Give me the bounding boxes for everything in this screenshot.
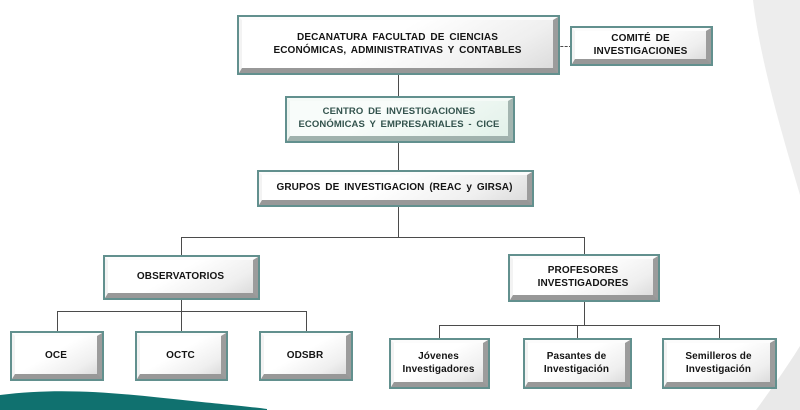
- node-label-line: CENTRO DE INVESTIGACIONES: [322, 106, 476, 118]
- connector-drop-observatorios: [181, 237, 182, 255]
- org-node-grupos-face: GRUPOS DE INVESTIGACION (REAC y GIRSA): [259, 172, 532, 205]
- connector-drop-octc: [181, 311, 182, 331]
- node-label-line: GRUPOS DE INVESTIGACION (REAC y GIRSA): [276, 182, 513, 193]
- org-node-odsbr-face: ODSBR: [261, 333, 351, 379]
- node-label-line: COMITÉ DE: [611, 33, 670, 44]
- org-node-comite-investigaciones: COMITÉ DE INVESTIGACIONES: [570, 26, 713, 66]
- org-node-oce-face: OCE: [12, 333, 102, 379]
- org-node-pasantes-face: Pasantes de Investigación: [525, 340, 630, 387]
- node-label-line: DECANATURA FACULTAD DE CIENCIAS: [297, 32, 498, 43]
- connector-drop-profesores: [584, 237, 585, 254]
- org-node-cice: CENTRO DE INVESTIGACIONES ECONÓMICAS Y E…: [285, 96, 515, 143]
- org-node-profesores-face: PROFESORES INVESTIGADORES: [510, 256, 658, 300]
- node-label-line: ODSBR: [286, 349, 324, 361]
- connector-drop-odsbr: [306, 311, 307, 331]
- org-node-jovenes-face: Jóvenes Investigadores: [391, 340, 488, 387]
- org-node-oce: OCE: [10, 331, 104, 381]
- connector-grupos-stem: [398, 207, 399, 237]
- org-node-comite-face: COMITÉ DE INVESTIGACIONES: [572, 28, 711, 64]
- org-node-decanatura-face: DECANATURA FACULTAD DE CIENCIAS ECONÓMIC…: [239, 17, 558, 73]
- org-node-cice-face: CENTRO DE INVESTIGACIONES ECONÓMICAS Y E…: [287, 98, 513, 141]
- connector-drop-oce: [57, 311, 58, 331]
- org-node-semilleros-face: Semilleros de Investigación: [664, 340, 775, 387]
- node-label-line: Investigación: [685, 363, 752, 375]
- node-label-line: OBSERVATORIOS: [136, 271, 225, 282]
- org-node-observatorios: OBSERVATORIOS: [103, 255, 260, 300]
- org-node-odsbr: ODSBR: [259, 331, 353, 381]
- node-label-line: INVESTIGACIONES: [593, 46, 688, 57]
- org-node-octc-face: OCTC: [137, 333, 226, 379]
- node-label-line: OCE: [45, 349, 67, 361]
- node-label-line: Jóvenes: [418, 350, 459, 362]
- connector-drop-semilleros: [719, 325, 720, 338]
- connector-cice-grupos: [398, 143, 399, 170]
- connector-decanatura-cice: [398, 75, 399, 96]
- connector-split-profesores: [439, 325, 720, 326]
- org-node-octc: OCTC: [135, 331, 228, 381]
- node-label-line: ECONÓMICAS, ADMINISTRATIVAS Y CONTABLES: [273, 45, 522, 56]
- org-node-profesores-investigadores: PROFESORES INVESTIGADORES: [508, 254, 660, 302]
- node-label-line: OCTC: [166, 349, 195, 361]
- org-node-jovenes-investigadores: Jóvenes Investigadores: [389, 338, 490, 389]
- connector-observatorios-stem: [181, 300, 182, 311]
- connector-drop-pasantes: [577, 325, 578, 338]
- connector-split-level2: [181, 237, 585, 238]
- node-label-line: Semilleros de: [685, 350, 752, 362]
- connector-split-observatorios: [57, 311, 307, 312]
- node-label-line: Pasantes de: [546, 350, 607, 362]
- node-label-line: Investigadores: [402, 363, 475, 375]
- node-label-line: ECONÓMICAS Y EMPRESARIALES - CICE: [298, 118, 500, 130]
- node-label-line: INVESTIGADORES: [537, 278, 629, 289]
- org-node-decanatura: DECANATURA FACULTAD DE CIENCIAS ECONÓMIC…: [237, 15, 560, 75]
- connector-profesores-stem: [584, 302, 585, 325]
- connector-drop-jovenes: [439, 325, 440, 338]
- org-node-observatorios-face: OBSERVATORIOS: [105, 257, 258, 298]
- org-node-pasantes-investigacion: Pasantes de Investigación: [523, 338, 632, 389]
- org-node-semilleros-investigacion: Semilleros de Investigación: [662, 338, 777, 389]
- node-label-line: PROFESORES: [547, 265, 619, 276]
- connector-decanatura-comite-dashed: [556, 46, 572, 47]
- org-node-grupos-investigacion: GRUPOS DE INVESTIGACION (REAC y GIRSA): [257, 170, 534, 207]
- node-label-line: Investigación: [543, 363, 610, 375]
